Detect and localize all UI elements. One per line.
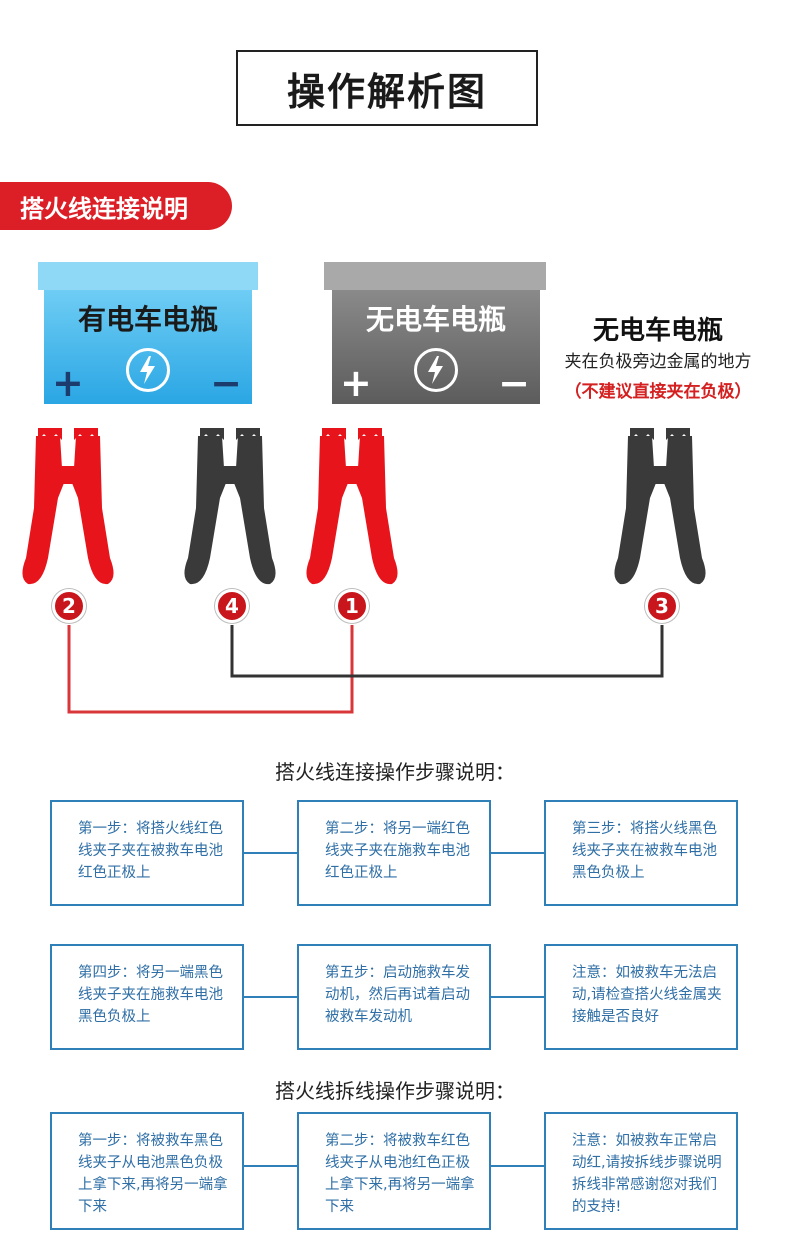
step-connector: [490, 996, 546, 998]
clamp-number-4: 4: [215, 589, 249, 623]
connect-step-1: 第一步：将搭火线红色线夹子夹在被救车电池红色正极上: [50, 800, 244, 906]
clamp-number-2: 2: [52, 589, 86, 623]
dead-battery: 无电车电瓶 + −: [332, 290, 540, 404]
clamp-number-1: 1: [335, 589, 369, 623]
step-connector: [490, 852, 546, 854]
remove-step-1: 第一步：将被救车黑色线夹子从电池黑色负极上拿下来,再将另一端拿下来: [50, 1112, 244, 1230]
connect-steps-heading: 搭火线连接操作步骤说明：: [275, 760, 515, 784]
step-connector: [244, 1165, 300, 1167]
lightning-icon: [414, 348, 458, 392]
step-connector: [244, 996, 300, 998]
positive-terminal-icon: +: [52, 361, 84, 405]
black-wire: [230, 625, 664, 678]
dead-battery-top: [324, 262, 546, 290]
section-ribbon: 搭火线连接说明: [0, 182, 232, 230]
positive-terminal-icon: +: [340, 361, 372, 405]
negative-terminal-icon: −: [498, 361, 530, 405]
remove-note: 注意：如被救车正常启动红,请按拆线步骤说明拆线非常感谢您对我们的支持!: [544, 1112, 738, 1230]
red-wire: [67, 625, 354, 714]
remove-steps-heading: 搭火线拆线操作步骤说明：: [275, 1079, 515, 1103]
dead-battery-side-title: 无电车电瓶: [592, 316, 723, 346]
remove-step-2: 第二步：将被救车红色线夹子从电池红色正极上拿下来,再将另一端拿下来: [297, 1112, 491, 1230]
red-clamp-1: [306, 428, 398, 585]
red-clamp-2: [22, 428, 114, 585]
negative-terminal-icon: −: [210, 361, 242, 405]
clamp-diagram: [22, 428, 706, 714]
dead-battery-side-warning: （不建议直接夹在负极）: [564, 382, 752, 402]
clamp-number-3: 3: [645, 589, 679, 623]
connect-step-4: 第四步：将另一端黑色线夹子夹在施救车电池黑色负极上: [50, 944, 244, 1050]
lightning-icon: [126, 348, 170, 392]
step-connector: [490, 1165, 546, 1167]
black-clamp-3: [614, 428, 706, 585]
connect-note: 注意：如被救车无法启动,请检查搭火线金属夹接触是否良好: [544, 944, 738, 1050]
charged-battery: 有电车电瓶 + −: [44, 290, 252, 404]
page-title: 操作解析图: [236, 50, 538, 126]
charged-battery-label: 有电车电瓶: [77, 303, 218, 336]
connect-step-2: 第二步：将另一端红色线夹子夹在施救车电池红色正极上: [297, 800, 491, 906]
connect-step-3: 第三步：将搭火线黑色线夹子夹在被救车电池黑色负极上: [544, 800, 738, 906]
charged-battery-top: [38, 262, 258, 290]
connect-step-5: 第五步：启动施救车发动机，然后再试着启动被救车发动机: [297, 944, 491, 1050]
step-connector: [244, 852, 300, 854]
black-clamp-4: [184, 428, 276, 585]
dead-battery-side-note: 夹在负极旁边金属的地方: [564, 352, 752, 372]
dead-battery-label: 无电车电瓶: [365, 303, 506, 336]
